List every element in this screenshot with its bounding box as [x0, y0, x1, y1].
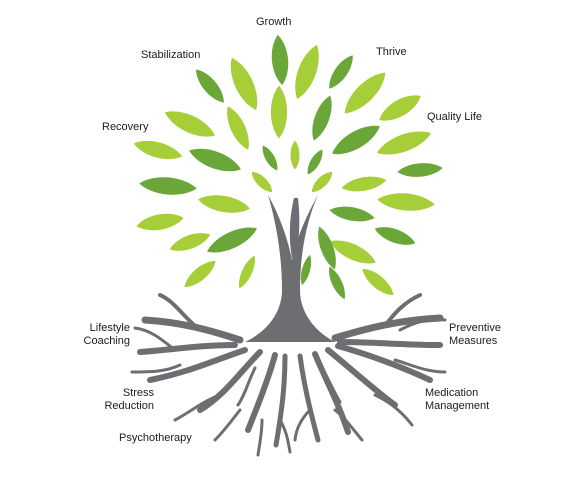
leaf-dark [312, 95, 332, 141]
leaf-light [379, 95, 421, 121]
label-medication-line1: Medication [425, 387, 479, 399]
leaf-light [136, 213, 184, 231]
label-quality-life: Quality Life [427, 111, 483, 123]
leaf-light [344, 72, 386, 114]
leaf-light [362, 268, 394, 296]
label-lifestyle-line1: Lifestyle [89, 322, 130, 334]
label-recovery: Recovery [102, 121, 149, 133]
leaf-light [251, 171, 273, 193]
leaf-light [184, 260, 216, 288]
roots [130, 293, 447, 457]
leaf-light [376, 131, 432, 155]
label-stabilization: Stabilization [141, 49, 201, 61]
leaf-dark [139, 177, 197, 195]
label-stress-line1: Stress [122, 387, 154, 399]
leaf-light [290, 140, 300, 170]
leaf-light [295, 44, 319, 100]
leaf-dark [196, 69, 224, 103]
leaf-light [230, 57, 258, 111]
leaf-light [164, 111, 216, 137]
leaf-dark [332, 125, 380, 155]
leaf-light [227, 106, 249, 150]
leaf-dark [329, 206, 375, 222]
leaf-light [198, 195, 250, 213]
leaf-dark [307, 149, 323, 175]
leaf-dark [397, 163, 443, 177]
leaf-dark [329, 55, 353, 89]
trunk [245, 195, 335, 342]
leaf-light [341, 176, 387, 192]
label-lifestyle-line2: Coaching [83, 335, 130, 347]
leaf-dark [329, 266, 345, 300]
label-medication-management: Medication Management [425, 387, 489, 413]
leaf-dark [262, 145, 278, 171]
leaf-dark [271, 34, 289, 86]
label-preventive-line2: Measures [449, 335, 498, 347]
label-stress-reduction: Stress Reduction [96, 387, 154, 413]
leaf-dark [206, 227, 258, 253]
leaf-dark [300, 254, 312, 286]
leaf-dark [374, 227, 416, 245]
label-thrive: Thrive [376, 46, 407, 58]
label-lifestyle-coaching: Lifestyle Coaching [75, 322, 130, 348]
leaf-light [311, 171, 333, 193]
leaf-light [169, 233, 211, 251]
label-preventive-measures: Preventive Measures [449, 322, 501, 348]
leaf-light [330, 240, 376, 264]
canopy [133, 34, 443, 300]
label-preventive-line1: Preventive [449, 322, 501, 334]
label-psychotherapy: Psychotherapy [119, 432, 192, 444]
leaf-light [133, 140, 183, 160]
leaf-light [377, 193, 435, 211]
label-medication-line2: Management [425, 400, 490, 412]
leaf-light [239, 255, 255, 289]
leaf-dark [189, 148, 241, 172]
label-growth: Growth [256, 16, 292, 28]
label-stress-line2: Reduction [104, 400, 154, 412]
leaf-dark [318, 226, 336, 270]
leaf-light [270, 85, 288, 139]
